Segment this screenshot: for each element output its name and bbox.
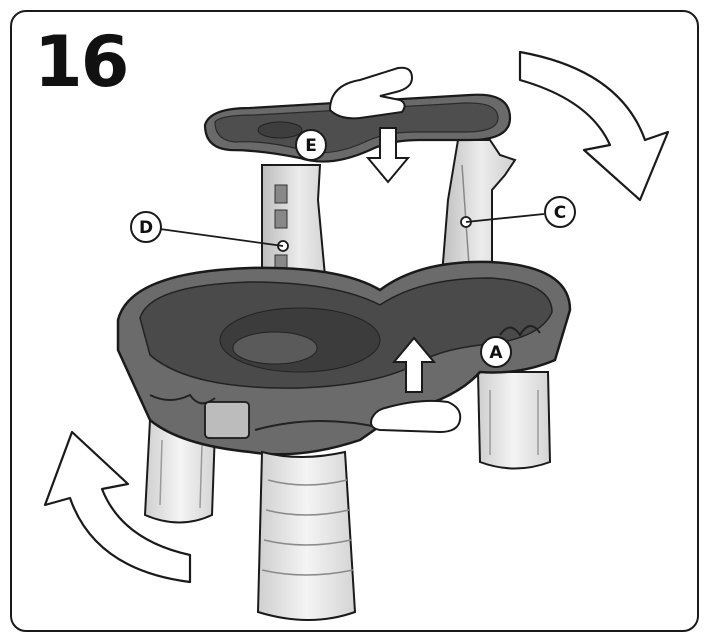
leg-center: [256, 450, 357, 621]
svg-text:A: A: [489, 343, 503, 363]
svg-text:C: C: [554, 203, 566, 223]
rotate-clockwise-arrow-icon: [518, 50, 670, 202]
callout-D: D: [130, 211, 162, 243]
top-tray-E: [203, 93, 512, 163]
svg-text:E: E: [305, 136, 317, 156]
callout-E: E: [295, 129, 327, 161]
hand-icon-top: [328, 66, 414, 120]
callout-C: C: [544, 196, 576, 228]
rotate-counterclockwise-arrow-icon: [43, 430, 192, 584]
push-up-arrow-icon: [391, 336, 437, 393]
callout-C-leader: [465, 213, 545, 223]
step2-logo-plate: [204, 401, 250, 439]
push-down-arrow-icon: [365, 127, 411, 184]
hand-icon-bottom: [370, 399, 462, 434]
main-basin: [116, 260, 572, 456]
callout-D-leader: [159, 228, 284, 247]
leg-left: [143, 418, 217, 524]
callout-A: A: [480, 336, 512, 368]
svg-text:D: D: [139, 218, 153, 238]
leg-back-right: [476, 371, 552, 470]
step-number: 16: [34, 21, 129, 103]
